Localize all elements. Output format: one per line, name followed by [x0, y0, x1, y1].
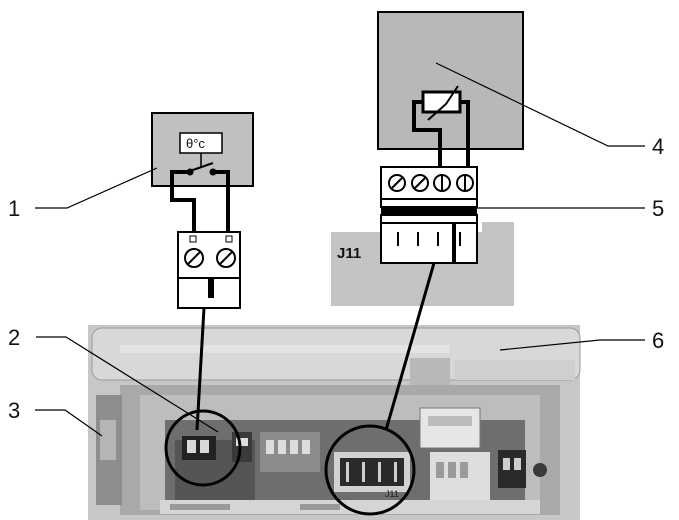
- board-photo: J11: [88, 325, 581, 520]
- callout-2: 2: [8, 325, 20, 350]
- j11-connector-circle: [324, 424, 416, 516]
- callout-3: 3: [8, 398, 20, 423]
- callout-lines: [35, 62, 645, 437]
- thermostat-connector-circle: [164, 409, 242, 487]
- callout-4: 4: [652, 134, 664, 159]
- callout-5: 5: [652, 196, 664, 221]
- callout-6: 6: [652, 328, 664, 353]
- j11-label: J11: [337, 245, 361, 262]
- pcb-j11-marking: J11: [385, 489, 399, 499]
- callout-1: 1: [8, 196, 20, 221]
- sensor-assembly: J11: [331, 11, 524, 431]
- thermostat-assembly: θ°c: [151, 112, 254, 431]
- thermostat-label: θ°c: [186, 136, 205, 151]
